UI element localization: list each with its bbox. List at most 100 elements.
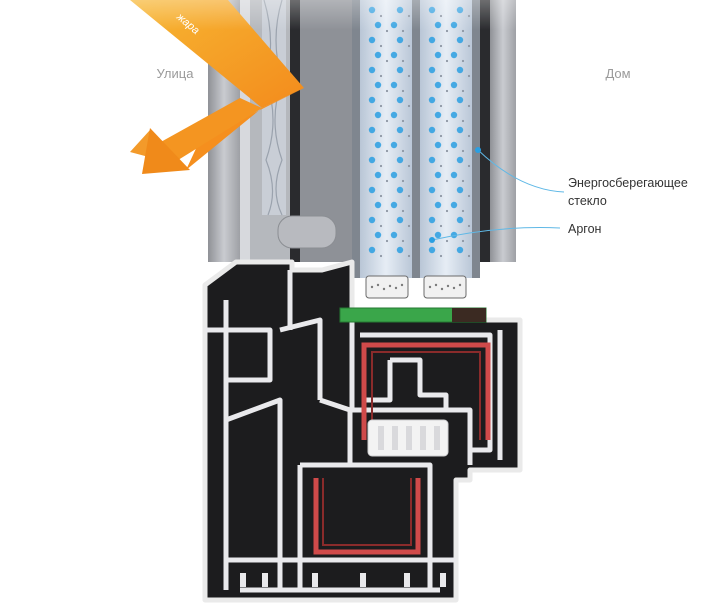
argon-bubble-icon	[450, 51, 458, 59]
argon-bubble-icon	[434, 51, 442, 59]
energy-saving-glass	[352, 0, 480, 278]
argon-bubble-icon	[374, 141, 382, 149]
glass-texture-dot	[461, 209, 465, 213]
argon-bubble-icon	[434, 111, 442, 119]
argon-bubble-icon	[396, 186, 404, 194]
glass-texture-dot	[385, 89, 389, 93]
outer-glass-pane	[262, 0, 286, 216]
glass-texture-dot	[445, 149, 449, 153]
argon-bubble-icon	[396, 96, 404, 104]
argon-bubble-icon	[428, 216, 436, 224]
glass-texture-dot	[407, 254, 411, 258]
argon-bubble-icon	[434, 171, 442, 179]
argon-bubble-icon	[374, 231, 382, 239]
argon-bubble-icon	[374, 51, 382, 59]
argon-bubble-icon	[396, 216, 404, 224]
glass-texture-dot	[439, 164, 443, 168]
energy-glass-label-line2: стекло	[568, 194, 607, 208]
glass-texture-dot	[445, 29, 449, 33]
glass-texture-dot	[401, 179, 405, 183]
argon-bubble-icon	[368, 156, 376, 164]
argon-bubble-icon	[390, 81, 398, 89]
argon-bubble-icon	[374, 171, 382, 179]
argon-bubble-icon	[396, 36, 404, 44]
glass-texture-dot	[445, 59, 449, 63]
argon-bubble-icon	[374, 201, 382, 209]
argon-bubble-icon	[368, 186, 376, 194]
glass-texture-dot	[461, 59, 465, 63]
inside-label: Дом	[605, 66, 630, 81]
argon-bubble-icon	[450, 201, 458, 209]
glass-texture-dot	[401, 59, 405, 63]
glass-texture-dot	[385, 239, 389, 243]
glass-texture-dot	[467, 44, 471, 48]
glass-texture-dot	[379, 194, 383, 198]
argon-bubble-icon	[456, 36, 464, 44]
glass-texture-dot	[379, 74, 383, 78]
spacer-blocks	[365, 275, 467, 299]
glass-texture-dot	[385, 59, 389, 63]
energy-glass-pointer-dot	[475, 147, 481, 153]
glass-texture-dot	[379, 44, 383, 48]
argon-bubble-icon	[456, 156, 464, 164]
argon-bubble-icon	[456, 126, 464, 134]
argon-bubble-icon	[456, 186, 464, 194]
glass-texture-dot	[385, 29, 389, 33]
argon-bubble-icon	[374, 81, 382, 89]
glass-texture-dot	[385, 149, 389, 153]
glass-texture-dot	[439, 104, 443, 108]
glass-texture-dot	[407, 194, 411, 198]
glass-texture-dot	[467, 104, 471, 108]
argon-bubble-icon	[450, 81, 458, 89]
glass-texture-dot	[401, 149, 405, 153]
glass-texture-dot	[379, 104, 383, 108]
glazing-gasket	[277, 215, 337, 249]
argon-bubble-icon	[368, 96, 376, 104]
argon-bubble-icon	[396, 156, 404, 164]
glass-texture-dot	[445, 179, 449, 183]
argon-bubble-icon	[396, 126, 404, 134]
argon-bubble-icon	[390, 201, 398, 209]
glass-texture-dot	[445, 239, 449, 243]
steel-reinforcement	[313, 342, 491, 555]
argon-bubble-icon	[374, 111, 382, 119]
glass-texture-dot	[401, 209, 405, 213]
glass-texture-dot	[467, 254, 471, 258]
glass-texture-dot	[467, 224, 471, 228]
argon-bubble-icon	[428, 186, 436, 194]
glass-texture-dot	[467, 194, 471, 198]
dark-spacer-seal	[452, 308, 486, 322]
argon-bubble-icon	[450, 141, 458, 149]
argon-bubble-icon	[390, 51, 398, 59]
glass-texture-dot	[385, 179, 389, 183]
glass-texture-dot	[445, 209, 449, 213]
glass-texture-dot	[445, 89, 449, 93]
argon-bubble-icon	[368, 66, 376, 74]
glass-texture-dot	[467, 134, 471, 138]
glass-texture-dot	[401, 239, 405, 243]
glass-texture-dot	[461, 89, 465, 93]
glass-texture-dot	[379, 164, 383, 168]
glass-texture-dot	[385, 209, 389, 213]
glass-texture-dot	[407, 224, 411, 228]
glass-texture-dot	[379, 134, 383, 138]
glass-texture-dot	[461, 239, 465, 243]
glass-texture-dot	[379, 254, 383, 258]
energy-glass-label-line1: Энергосберегающее	[568, 176, 688, 190]
argon-bubble-icon	[390, 171, 398, 179]
argon-bubble-icon	[456, 216, 464, 224]
argon-bubble-icon	[456, 66, 464, 74]
glass-texture-dot	[461, 119, 465, 123]
glass-texture-dot	[439, 194, 443, 198]
argon-bubble-icon	[450, 111, 458, 119]
argon-bubble-icon	[368, 126, 376, 134]
argon-bubble-icon	[428, 66, 436, 74]
glass-texture-dot	[407, 134, 411, 138]
argon-bubble-icon	[390, 231, 398, 239]
glass-texture-dot	[439, 134, 443, 138]
glass-texture-dot	[461, 179, 465, 183]
argon-bubble-icon	[428, 246, 436, 254]
argon-bubble-icon	[368, 216, 376, 224]
argon-pointer-dot	[429, 237, 435, 243]
